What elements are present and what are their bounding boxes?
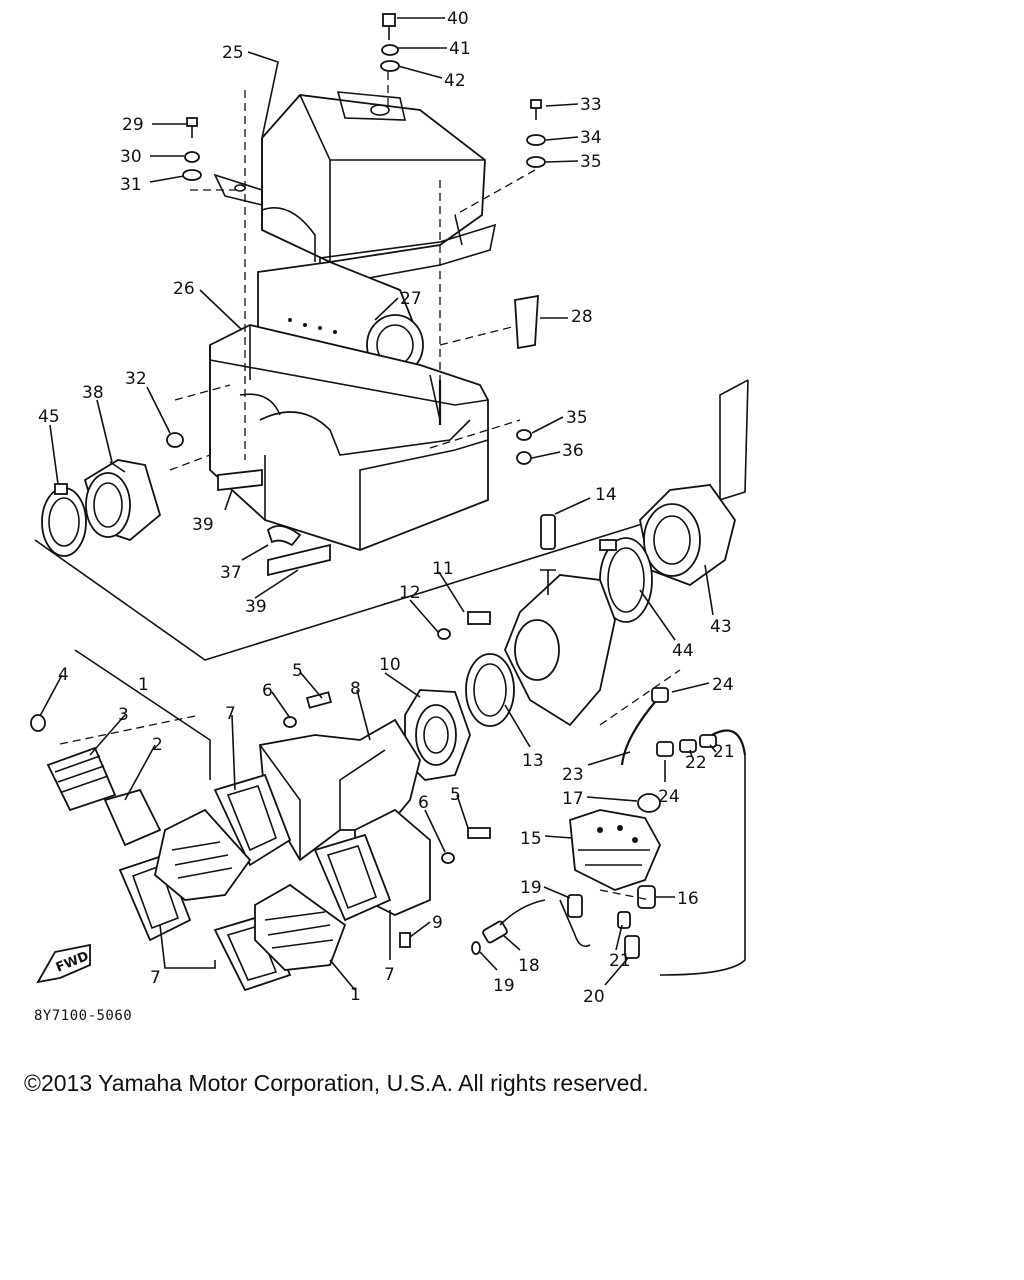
callout-3: 3	[118, 705, 129, 725]
callout-23: 23	[562, 765, 584, 785]
callout-45: 45	[38, 407, 60, 427]
airbox-base	[209, 324, 489, 551]
callout-2: 2	[152, 735, 163, 755]
callout-35-top: 35	[580, 152, 602, 172]
callout-31: 31	[120, 175, 142, 195]
airbox-cover	[213, 91, 497, 286]
callout-25: 25	[222, 43, 244, 63]
callout-8: 8	[350, 679, 361, 699]
callout-19-lower: 19	[493, 976, 515, 996]
callout-9: 9	[432, 913, 443, 933]
reed-valve-assembly	[30, 649, 392, 992]
callout-7-right: 7	[384, 965, 395, 985]
callout-5-lower: 5	[450, 785, 461, 805]
callout-30: 30	[120, 147, 142, 167]
callout-14: 14	[595, 485, 617, 505]
callout-40: 40	[447, 9, 469, 29]
callout-38: 38	[82, 383, 104, 403]
callout-1-upper: 1	[138, 675, 149, 695]
drawing-code: 8Y7100-5060	[34, 1008, 133, 1024]
callout-20: 20	[583, 987, 605, 1007]
callout-6-lower: 6	[418, 793, 429, 813]
callout-33: 33	[580, 95, 602, 115]
callout-37: 37	[220, 563, 242, 583]
forward-arrow-icon: FWD	[36, 943, 91, 984]
callout-44: 44	[672, 641, 694, 661]
callout-5-upper: 5	[292, 661, 303, 681]
callout-16: 16	[677, 889, 699, 909]
callout-24-lower: 24	[658, 787, 680, 807]
callout-26: 26	[173, 279, 195, 299]
callout-21-upper: 21	[713, 742, 735, 762]
callout-17: 17	[562, 789, 584, 809]
callout-22: 22	[685, 753, 707, 773]
callout-1-lower: 1	[350, 985, 361, 1005]
callout-10: 10	[379, 655, 401, 675]
fuel-pump-assembly	[471, 687, 747, 976]
callout-32: 32	[125, 369, 147, 389]
callout-18: 18	[518, 956, 540, 976]
leader-lines	[39, 17, 717, 991]
callout-36: 36	[562, 441, 584, 461]
callout-42: 42	[444, 71, 466, 91]
callout-43: 43	[710, 617, 732, 637]
callout-39-lower: 39	[245, 597, 267, 617]
callout-12: 12	[399, 583, 421, 603]
joint-assembly	[404, 611, 515, 781]
callout-28: 28	[571, 307, 593, 327]
callout-41: 41	[449, 39, 471, 59]
callout-13: 13	[522, 751, 544, 771]
airbox-hardware	[166, 13, 546, 577]
callout-39-upper: 39	[192, 515, 214, 535]
callout-21-lower: 21	[609, 951, 631, 971]
callout-labels: 40 41 42 25 29 30 31 33 34 35 26 27 28 3…	[38, 9, 735, 1007]
callout-11: 11	[432, 559, 454, 579]
callout-34: 34	[580, 128, 602, 148]
callout-27: 27	[400, 289, 422, 309]
callout-6-upper: 6	[262, 681, 273, 701]
copyright-notice: ©2013 Yamaha Motor Corporation, U.S.A. A…	[24, 1070, 649, 1096]
callout-15: 15	[520, 829, 542, 849]
callout-19-upper: 19	[520, 878, 542, 898]
callout-29: 29	[122, 115, 144, 135]
callout-7-bottom: 7	[150, 968, 161, 988]
callout-4: 4	[58, 665, 69, 685]
parts-exploded-diagram: FWD	[30, 9, 749, 1007]
callout-24-upper: 24	[712, 675, 734, 695]
callout-35-mid: 35	[566, 408, 588, 428]
callout-7-top: 7	[225, 704, 236, 724]
intake-duct	[41, 459, 162, 557]
carburetor-assembly	[504, 484, 736, 727]
